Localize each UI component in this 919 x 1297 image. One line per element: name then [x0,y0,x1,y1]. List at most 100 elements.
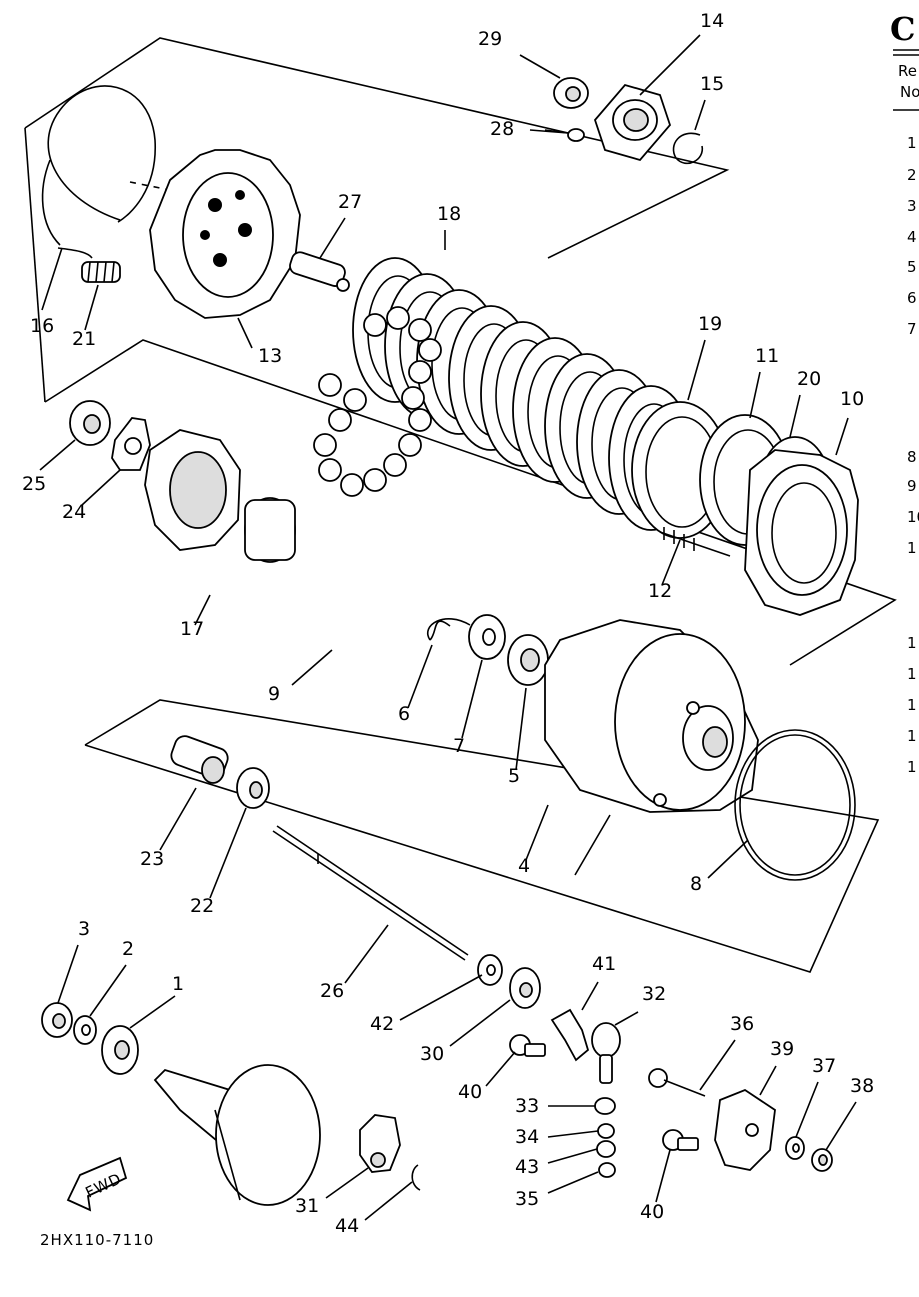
leader-line [449,999,511,1047]
table-title-fragment: C [890,10,915,48]
spring-21 [81,261,121,283]
callout-number: 43 [515,1156,539,1178]
bearing-29 [553,77,589,109]
callout-number: 9 [268,683,280,705]
table-ref-number: 1 [907,665,917,683]
leader-line [661,539,681,586]
callout-number: 31 [295,1195,319,1217]
callout-number: 42 [370,1013,394,1035]
table-ref-number: 1 [907,727,917,745]
bolt-40-left [509,1034,546,1057]
leader-line [485,1051,516,1087]
leader-line [694,99,706,131]
table-ref-number: 7 [907,320,917,338]
callout-number: 6 [398,703,410,725]
leader-line [825,1101,857,1151]
table-ref-number: 1 [907,634,917,652]
ball [343,388,367,412]
callout-number: 26 [320,980,344,1002]
callout-number: 39 [770,1038,794,1060]
leader-line [525,804,549,861]
leader-line [41,247,63,311]
callout-number: 4 [518,855,530,877]
part-35 [598,1162,616,1178]
seal-33 [594,1097,616,1115]
leader-line [529,129,569,134]
callout-number: 20 [797,368,821,390]
callout-number: 40 [640,1201,664,1223]
bracket-39 [714,1088,776,1171]
cam-31 [359,1114,401,1173]
ball [318,458,342,482]
table-ref-number: 8 [907,448,917,466]
nut-3 [41,1002,73,1038]
seal-43 [596,1140,616,1158]
table-col-ref: Re [898,62,917,80]
leader-line [795,1081,819,1138]
lock-washer-24 [111,417,151,471]
leader-line [614,1011,639,1026]
leader-line [519,54,561,79]
circlip-15 [672,132,703,164]
table-ref-number: 10 [907,508,919,526]
ball [408,408,432,432]
leader-line [364,1181,413,1221]
ball [408,318,432,342]
callout-number: 35 [515,1188,539,1210]
leader-line [707,839,749,879]
callout-labels: 2914152827181621131911201025241712967523… [22,10,874,1237]
leader-line [194,594,211,626]
table-ref-number: 5 [907,258,917,276]
middle-assembly [84,614,880,973]
leader-line [344,924,389,984]
table-ref-number: 3 [907,197,917,215]
table-ref-number: 1 [907,539,917,557]
callout-number: 12 [648,580,672,602]
leader-line [461,659,483,739]
washer-42 [477,954,503,986]
leader-line [159,787,197,851]
leader-line [291,649,333,686]
washer-22 [236,767,270,809]
leader-line [789,394,801,438]
ball [383,453,407,477]
leader-line [655,1149,671,1203]
bearing-30 [509,967,541,1009]
callout-number: 41 [592,953,616,975]
spring-12 [659,527,731,557]
fwd-arrow-icon: FWD [66,1156,128,1212]
callout-number: 7 [453,735,465,757]
table-ref-number: 1 [907,758,917,776]
leader-line [687,339,706,401]
ball-chain-9 [313,306,442,497]
leader-line [835,417,849,456]
table-ref-number: 1 [907,696,917,714]
callout-number: 14 [700,10,724,32]
leader-line [89,964,127,1017]
washer-37 [785,1136,805,1160]
callout-number: 8 [690,873,702,895]
ball [313,433,337,457]
leader-line [515,687,527,771]
ball [363,313,387,337]
leader-line [129,995,176,1029]
callout-number: 15 [700,73,724,95]
callout-number: 38 [850,1075,874,1097]
table-ref-number: 6 [907,289,917,307]
leader-line [57,944,79,1004]
bushing-5 [507,634,549,686]
callout-number: 3 [78,918,90,940]
callout-number: 23 [140,848,164,870]
push-rod-26 [272,825,469,961]
ball [408,360,432,384]
callout-number: 36 [730,1013,754,1035]
lever-41 [550,1008,590,1062]
ball [386,306,410,330]
washer-34 [597,1123,615,1139]
plate-10 [744,449,859,616]
ball [398,433,422,457]
ball [401,386,425,410]
pressure-plate-13 [149,149,301,319]
upper-assembly [24,37,897,666]
circlip-44 [411,1164,421,1191]
